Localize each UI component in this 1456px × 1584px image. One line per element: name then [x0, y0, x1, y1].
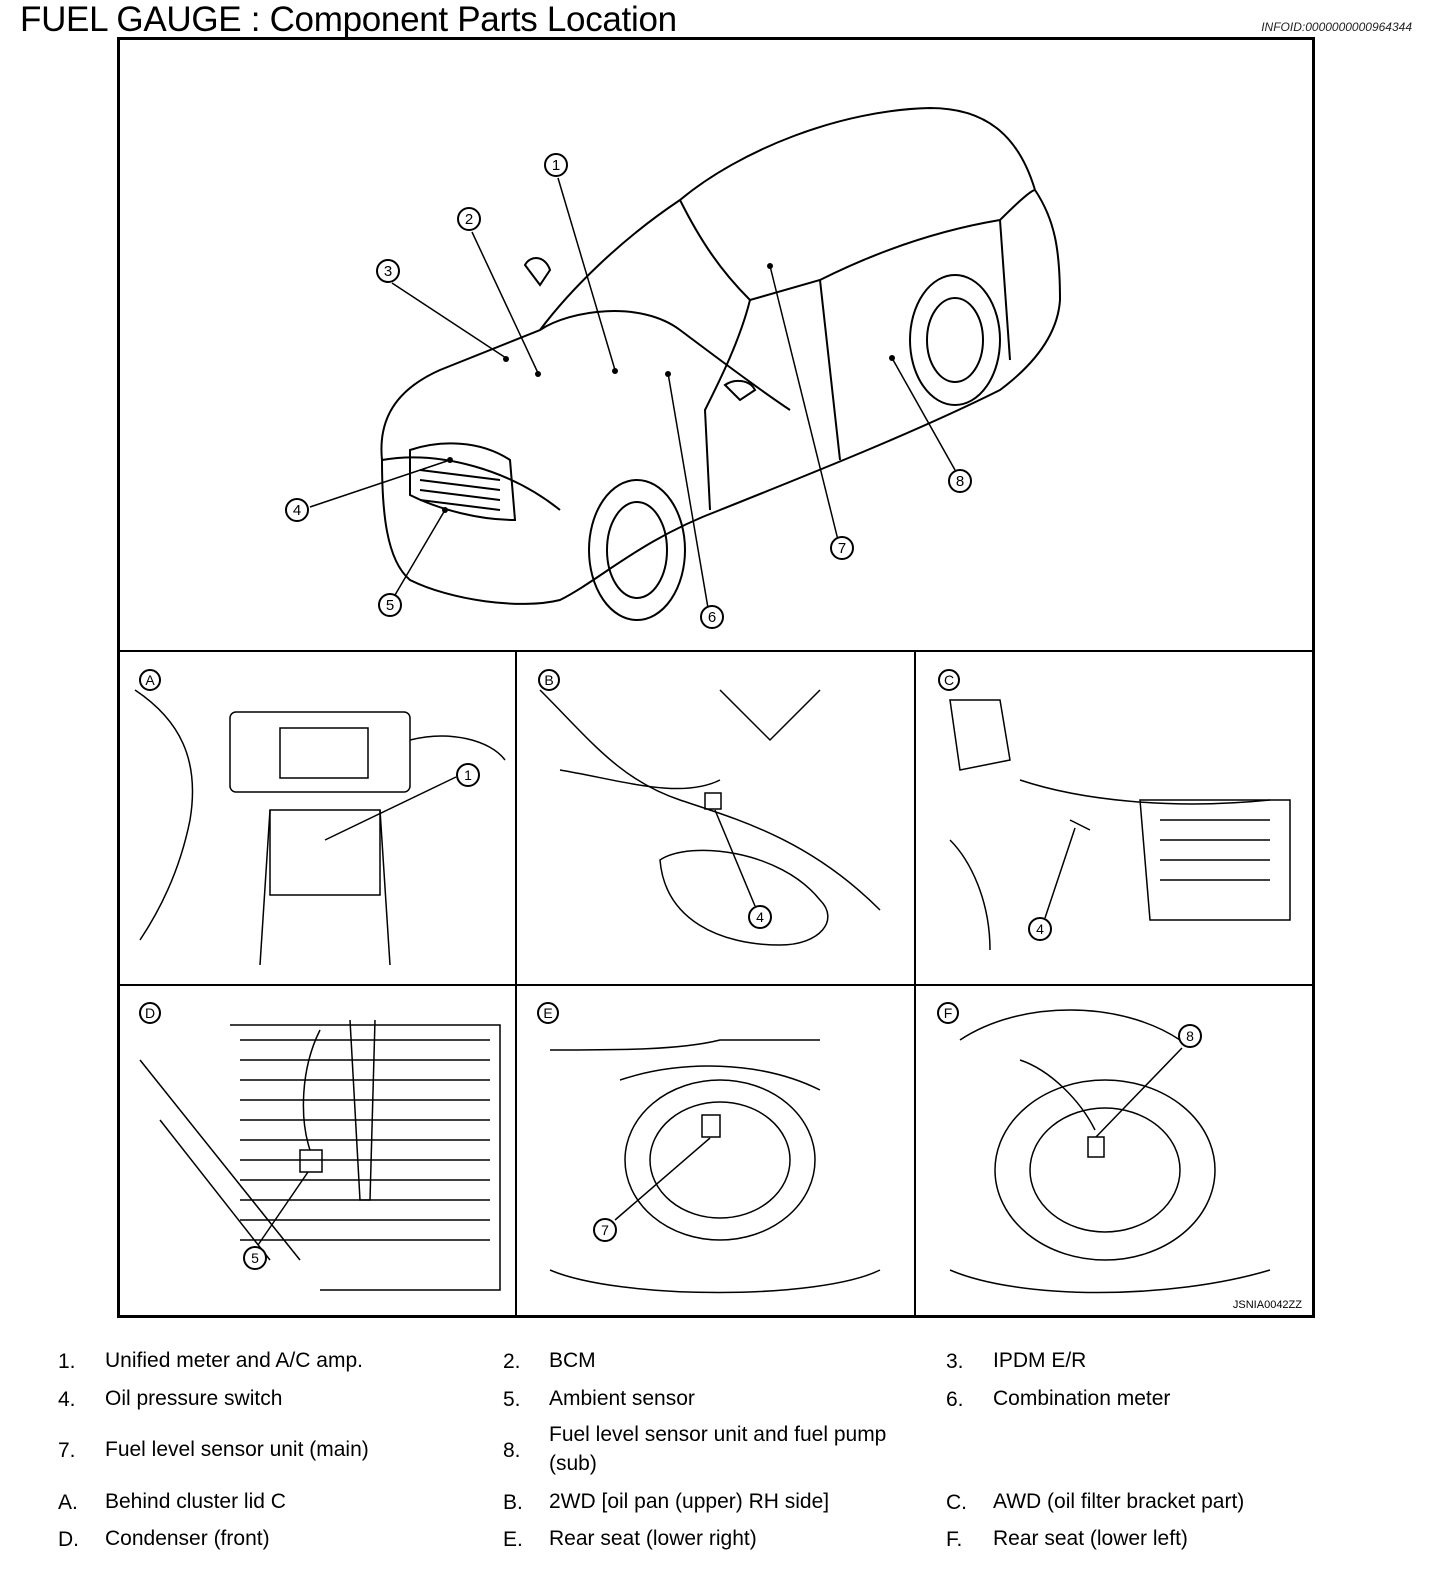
panel-f-letter: F: [944, 1005, 953, 1021]
panel-d-drawing: [139, 1019, 501, 1291]
panel-c-letter: C: [944, 672, 954, 688]
legend-num: 6.: [946, 1388, 964, 1411]
legend-num: 3.: [946, 1350, 964, 1373]
legend-num: 2.: [503, 1350, 521, 1373]
legend-label: Condenser (front): [105, 1527, 270, 1550]
callout-2: 2: [465, 211, 473, 228]
callout-3: 3: [384, 263, 392, 280]
legend-label: Rear seat (lower right): [549, 1527, 757, 1550]
callout-dots: [442, 263, 895, 513]
legend-num: 8.: [503, 1439, 521, 1462]
panel-a-callout: 1: [464, 767, 472, 783]
legend-label: Fuel level sensor unit and fuel pump (su…: [549, 1423, 887, 1475]
legend-num: B.: [503, 1491, 523, 1514]
legend-num: D.: [58, 1528, 79, 1551]
panel-c-drawing: [949, 699, 1291, 951]
panel-e-letter: E: [543, 1005, 552, 1021]
page-title: FUEL GAUGE : Component Parts Location: [20, 0, 677, 39]
panel-e-callout: 7: [601, 1222, 609, 1238]
legend-label: AWD (oil filter bracket part): [993, 1490, 1245, 1513]
legend-num: 7.: [58, 1439, 76, 1462]
leader-lines: [309, 177, 956, 609]
callout-6: 6: [708, 609, 716, 626]
panel-f-drawing: [949, 1009, 1271, 1294]
component-location-figure: 1 2 3 4 5 6 7 8 A 1: [117, 37, 1315, 1318]
legend-num: E.: [503, 1528, 523, 1551]
legend-label: 2WD [oil pan (upper) RH side]: [549, 1490, 830, 1513]
legend-num: A.: [58, 1491, 78, 1514]
legend-label: Combination meter: [993, 1387, 1171, 1410]
legend-label: Rear seat (lower left): [993, 1527, 1188, 1550]
figure-drawing: 1 2 3 4 5 6 7 8 A 1: [120, 106, 1312, 1315]
panel-d-letter: D: [145, 1005, 155, 1021]
panel-e-drawing: [549, 1039, 881, 1294]
panel-b-drawing: [539, 689, 881, 946]
panel-d-callout: 5: [251, 1250, 259, 1266]
legend-label: Unified meter and A/C amp.: [105, 1349, 363, 1372]
callout-5: 5: [386, 597, 394, 614]
legend-label: Ambient sensor: [549, 1387, 695, 1410]
legend-num: 1.: [58, 1350, 76, 1373]
legend-num: F.: [946, 1528, 963, 1551]
figure-code: JSNIA0042ZZ: [1232, 1299, 1302, 1311]
legend-num: 5.: [503, 1388, 521, 1411]
legend-num: 4.: [58, 1388, 76, 1411]
legend-label: Behind cluster lid C: [105, 1490, 286, 1513]
panel-a-letter: A: [145, 672, 155, 688]
callout-8: 8: [956, 473, 964, 490]
legend-label: Oil pressure switch: [105, 1387, 283, 1410]
panel-b-letter: B: [544, 672, 553, 688]
callout-7: 7: [838, 540, 846, 557]
legend-num: C.: [946, 1491, 967, 1514]
panel-a-drawing: [134, 689, 506, 966]
car-drawing: [380, 106, 1062, 621]
callout-1: 1: [552, 157, 560, 174]
panel-f-callout: 8: [1186, 1028, 1194, 1044]
panel-b-callout: 4: [756, 909, 764, 925]
callout-4: 4: [293, 502, 301, 519]
info-id: INFOID:0000000000964344: [1261, 20, 1412, 34]
main-callouts: [285, 153, 972, 629]
legend-label: IPDM E/R: [993, 1349, 1087, 1372]
panel-c-callout: 4: [1036, 921, 1044, 937]
legend-label: BCM: [549, 1349, 596, 1372]
legend-label: Fuel level sensor unit (main): [105, 1438, 369, 1461]
